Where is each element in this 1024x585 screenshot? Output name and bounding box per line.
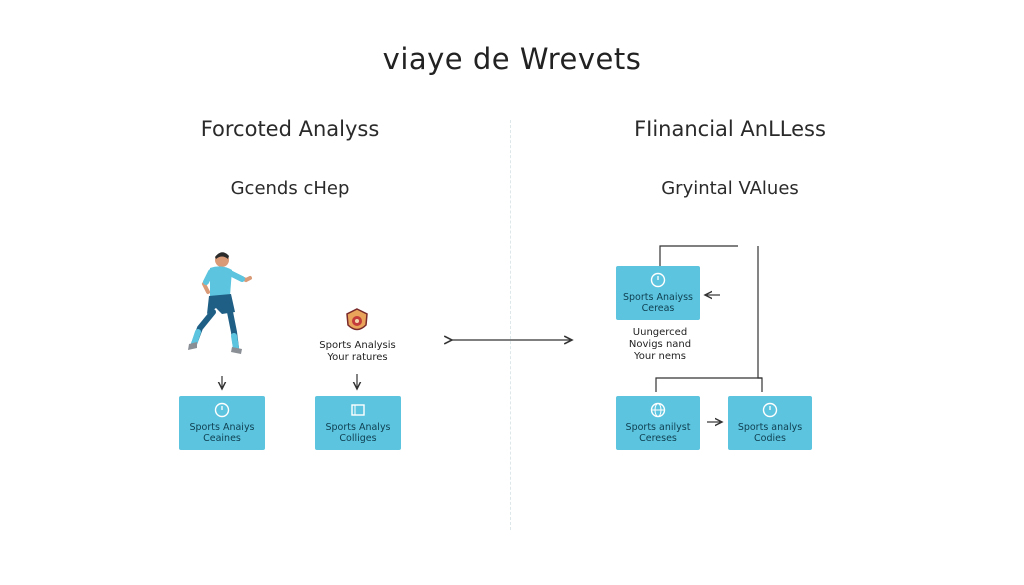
left-badge-note: Sports Analysis Your ratures [300, 340, 415, 364]
left-box-1-line-2: Ceaines [203, 433, 241, 444]
lower-bracket-line [655, 377, 762, 392]
center-divider [510, 120, 511, 530]
right-subheading: Gryintal VAlues [661, 178, 799, 199]
right-note-line-2: Novigs nand [628, 339, 692, 350]
right-note-line-3: Your nems [634, 351, 686, 362]
badge-note-line-1: Sports Analysis [319, 340, 396, 351]
clock-icon [650, 272, 666, 288]
right-heading: FIinancial AnLLess [634, 117, 826, 141]
right-box-top-line-2: Cereas [641, 303, 675, 314]
crest-icon [342, 307, 372, 335]
left-box-2: Sports Analys Colliges [315, 396, 401, 450]
left-heading: Forcoted Analyss [200, 117, 380, 141]
clock-icon [762, 402, 778, 418]
square-icon [351, 404, 365, 416]
badge-note-line-2: Your ratures [327, 352, 388, 363]
left-box-1: Sports Anaiys Ceaines [179, 396, 265, 450]
right-box-bottom-right: Sports analys Codies [728, 396, 812, 450]
left-box-1-line-1: Sports Anaiys [189, 422, 255, 433]
left-subheading: Gcends cHep [230, 178, 350, 199]
right-note: Uungerced Novigs nand Your nems [605, 327, 715, 363]
right-box-top-line-1: Sports Anaiyss [623, 292, 693, 303]
right-box-bottom-left-line-2: Cereses [639, 433, 677, 444]
right-box-top: Sports Anaiyss Cereas [616, 266, 700, 320]
globe-icon [650, 402, 666, 418]
right-box-bottom-left-line-1: Sports anilyst [625, 422, 691, 433]
left-box-2-line-1: Sports Analys [325, 422, 391, 433]
diagram-title: viaye de Wrevets [382, 42, 642, 76]
left-box-2-line-2: Colliges [339, 433, 377, 444]
top-bracket-line [659, 245, 738, 266]
right-box-bottom-left: Sports anilyst Cereses [616, 396, 700, 450]
right-note-line-1: Uungerced [632, 327, 688, 338]
right-box-bottom-right-line-2: Codies [754, 433, 786, 444]
clock-icon [214, 402, 230, 418]
soccer-player-illustration [180, 246, 260, 361]
right-vertical-line [757, 246, 763, 392]
right-box-bottom-right-line-1: Sports analys [737, 422, 803, 433]
